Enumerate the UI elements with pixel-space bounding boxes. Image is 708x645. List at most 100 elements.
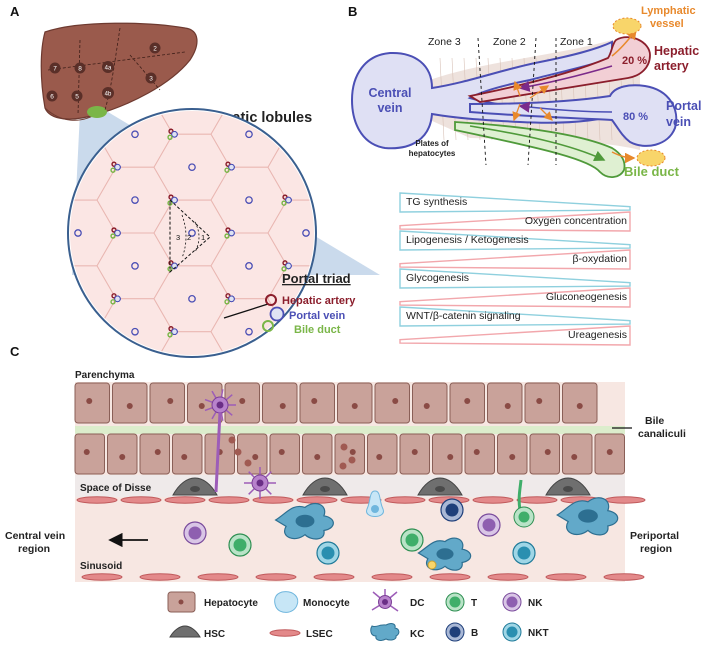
lobule-portal-triad [54, 195, 63, 205]
hsc-cells [172, 477, 591, 496]
gradient-label: Ureagenesis [568, 329, 627, 341]
lobule-central-vein [74, 294, 82, 303]
parenchyma-label: Parenchyma [75, 370, 135, 381]
lobule-portal-triad [224, 161, 235, 173]
nk-cell [477, 513, 501, 537]
portal-vein-pct: 80 % [623, 111, 648, 123]
lsec [252, 496, 294, 504]
legend-label-lsec: LSEC [306, 629, 333, 640]
liver-illustration: 2 7 8 4a 3 6 5 4b [40, 22, 198, 121]
lobule-central-vein [245, 262, 253, 270]
lobule-central-vein [18, 460, 24, 466]
lsec [371, 573, 413, 581]
lobule-portal-triad [54, 261, 63, 271]
gradient-label: Lipogenesis / Ketogenesis [406, 234, 529, 246]
lobule-portal-triad [339, 96, 348, 106]
hepatocyte [412, 382, 448, 424]
lobule-central-vein [189, 98, 195, 104]
lobule-portal-triad [111, 360, 120, 370]
lsec [545, 573, 587, 581]
lobule-portal-triad [168, 0, 177, 8]
lobule-central-vein [75, 361, 81, 367]
lobule-portal-triad [111, 360, 120, 370]
lobule-portal-triad [54, 129, 63, 139]
lobule-portal-triad [281, 128, 292, 140]
legend-b: B [445, 622, 478, 642]
lobule-portal-triad [0, 360, 6, 370]
lobule-portal-triad [110, 227, 121, 239]
hex-lobule [0, 233, 59, 299]
segment-4a: 4a [105, 66, 112, 72]
lobule-portal-triad [396, 327, 405, 337]
lobule-portal-triad [54, 393, 63, 403]
segment-5: 5 [75, 94, 79, 101]
lobule-portal-triad [339, 228, 348, 238]
lobule-portal-triad [225, 31, 234, 41]
t-cell [228, 533, 252, 557]
gallbladder [87, 106, 107, 118]
gradient-label: Glycogenesis [406, 272, 469, 284]
lobule-central-vein [131, 262, 139, 270]
lobule-portal-triad [167, 194, 178, 206]
hex-lobule [325, 167, 401, 233]
legend-t: T [445, 592, 477, 612]
space-of-disse-label: Space of Disse [80, 483, 152, 494]
lobule-portal-triad [225, 360, 234, 370]
hepatocyte [262, 382, 298, 424]
lobule-portal-triad [0, 228, 6, 238]
segment-8: 8 [78, 66, 82, 73]
lobule-portal-triad [0, 294, 6, 304]
lobule-portal-triad [225, 96, 234, 106]
gradient-label: TG synthesis [406, 196, 467, 208]
hepatocyte-rows [74, 382, 625, 475]
lsec [255, 573, 297, 581]
legend-label-kc: KC [410, 629, 424, 640]
hsc-icon [169, 625, 201, 638]
gradient-wedge [399, 306, 631, 327]
zone-1-label: Zone 1 [560, 36, 593, 48]
lobule-portal-triad [225, 360, 234, 370]
gradient-wedge [399, 325, 631, 346]
lobule-portal-triad [0, 96, 6, 106]
zone-number-2: 2 [187, 233, 191, 242]
gradient-label: Gluconeogenesis [546, 291, 627, 303]
lsec [516, 496, 558, 504]
lsec [604, 496, 646, 504]
lobule-portal-triad [224, 293, 235, 305]
lobule-portal-triad [0, 425, 6, 435]
portal-triad-title: Portal triad [282, 271, 351, 286]
lobule-portal-triad [225, 96, 234, 106]
hex-lobule [0, 167, 59, 233]
lsec [603, 573, 645, 581]
lobule-portal-triad [0, 96, 6, 106]
lobule-portal-triad [0, 228, 6, 238]
hepatocyte [562, 433, 593, 475]
monocyte-icon [274, 591, 299, 613]
gradient-wedge [399, 268, 631, 289]
lsec [429, 573, 471, 581]
lobule-portal-triad [281, 194, 292, 206]
portal-triad-pointer [223, 303, 269, 319]
segment-7: 7 [53, 66, 57, 73]
hex-lobule [211, 36, 287, 102]
panel-label-a: A [10, 4, 20, 19]
hepatocyte [524, 382, 560, 424]
portal-vein-vessel [469, 84, 678, 147]
kupffer-cell [556, 497, 619, 536]
hepatic-artery-vessel [467, 36, 651, 103]
lobule-portal-triad [167, 326, 178, 338]
hepatic-artery-pct: 20 % [622, 55, 647, 67]
gradient-wedge [399, 230, 631, 251]
nkt-cell [512, 541, 536, 565]
lsec [81, 573, 123, 581]
lsec [296, 496, 338, 504]
zone-3-label: Zone 3 [428, 36, 461, 48]
lsec-cells [76, 496, 646, 581]
lobule-central-vein [360, 197, 366, 203]
